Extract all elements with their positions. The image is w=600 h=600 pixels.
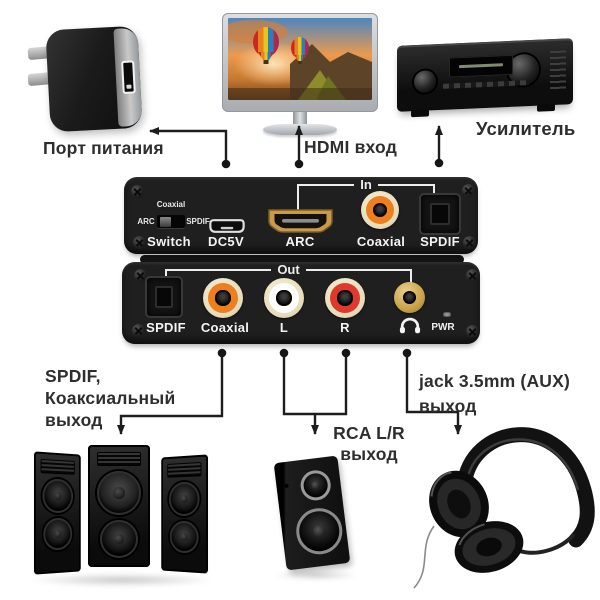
corner-screw-icon (463, 236, 476, 249)
jack-output-label: jack 3.5mm (AUX) выход (419, 369, 570, 419)
pwr-caption: PWR (431, 322, 455, 333)
dc5v-caption: DC5V (208, 234, 244, 249)
woofer-icon (168, 481, 200, 517)
amplifier-label: Усилитель (476, 118, 576, 139)
power-port-label: Порт питания (43, 138, 164, 158)
woofer-icon (97, 471, 141, 515)
mode-switch (157, 215, 185, 228)
receiver-buttons (443, 80, 529, 89)
switch-caption: Switch (147, 234, 191, 249)
headphone-icon (399, 317, 421, 334)
spdif-output-label: SPDIF, Коаксиальный выход (45, 365, 175, 431)
spdif-output-label-line2: Коаксиальный (45, 388, 176, 408)
rca-right-jack (325, 278, 365, 318)
tower-speaker (33, 451, 81, 575)
receiver-foot (537, 103, 555, 112)
mode-switch-knob (160, 216, 171, 227)
rca-output-label: RCA L/R выход (333, 423, 405, 465)
power-adapter-body (45, 25, 143, 133)
monitor-stand-neck (293, 112, 307, 126)
input-knob (414, 70, 436, 94)
av-receiver-illustration (397, 38, 573, 118)
rca-speaker-illustration (273, 455, 351, 571)
corner-screw-icon (462, 184, 475, 197)
corner-screw-icon (131, 185, 144, 198)
bracket-end (433, 184, 435, 196)
tower-speaker (161, 454, 209, 574)
receiver-vents (550, 50, 566, 92)
in-group-label: In (360, 176, 372, 192)
rca-output-label-line1: RCA L/R (333, 423, 405, 443)
tweeter-icon (96, 452, 142, 466)
screen-wallpaper (228, 18, 372, 100)
hdmi-input-label: HDMI вход (304, 137, 397, 157)
power-led (443, 312, 451, 317)
coaxial-out-caption: Coaxial (200, 320, 250, 335)
receiver-foot (411, 109, 429, 118)
receiver-display (449, 54, 513, 78)
converter-body-gap (140, 255, 464, 264)
converter-out-panel: Out SPDIF Coaxial L R PWR (122, 262, 480, 344)
wire-lr-join (282, 353, 348, 416)
monitor-stand-base (263, 124, 337, 135)
corner-screw-icon (466, 269, 479, 282)
tower-speakers-illustration (28, 443, 216, 593)
headphone-jack (394, 282, 425, 313)
coaxial-output-jack (203, 278, 243, 318)
hot-air-balloon-icon (291, 37, 309, 64)
woofer-icon (293, 505, 345, 557)
switch-option-arc: ARC (137, 217, 155, 226)
optical-output-port (145, 276, 183, 318)
jack-output-label-line2: выход (419, 396, 477, 416)
floor-shadow (28, 573, 216, 587)
coaxial-in-caption: Coaxial (356, 234, 406, 249)
corner-screw-icon (132, 324, 145, 337)
optical-input-port (419, 193, 461, 235)
corner-screw-icon (134, 269, 147, 282)
hdmi-port-icon (268, 209, 333, 233)
power-adapter-illustration (0, 0, 170, 140)
headphones-illustration (413, 427, 595, 589)
converter-in-panel: In Coaxial ARC SPDIF Switch DC5V ARC Coa… (124, 177, 478, 254)
spdif-output-label-line1: SPDIF, (45, 366, 101, 386)
spdif-output-label-line3: выход (45, 410, 103, 430)
tweeter-icon (40, 458, 75, 475)
tweeter-icon (167, 461, 202, 478)
bracket-end (410, 269, 412, 284)
rca-right-caption: R (340, 320, 350, 335)
switch-option-coaxial: Coaxial (156, 200, 186, 209)
right-ear-cup (454, 521, 524, 573)
rca-left-jack (264, 278, 304, 318)
tweeter-icon (298, 468, 333, 503)
woofer-icon (169, 520, 199, 554)
coaxial-input-jack (361, 191, 399, 229)
corner-screw-icon (133, 236, 146, 249)
monitor-screen (228, 18, 372, 100)
jack-output-label-line1: jack 3.5mm (AUX) (419, 371, 571, 391)
rca-output-label-line2: выход (340, 444, 398, 464)
usb-port-icon (121, 60, 136, 95)
hot-air-balloon-icon (253, 27, 279, 64)
micro-usb-port-icon (209, 219, 245, 233)
switch-option-spdif: SPDIF (186, 217, 210, 226)
rca-left-caption: L (279, 320, 289, 335)
tower-speaker (88, 445, 150, 567)
woofer-icon (42, 478, 74, 513)
left-ear-cup (429, 470, 489, 538)
arc-caption: ARC (285, 234, 315, 249)
floor-shadow (274, 570, 358, 580)
woofer-icon (100, 520, 138, 558)
spdif-in-caption: SPDIF (420, 234, 460, 249)
in-group-bracket: In (297, 176, 435, 210)
monitor-illustration (222, 13, 378, 112)
woofer-icon (43, 517, 73, 551)
bass-port-icon (284, 483, 289, 489)
out-group-label: Out (277, 261, 300, 277)
power-adapter-face (113, 27, 143, 127)
bracket-end (297, 184, 299, 210)
out-group-bracket: Out (165, 261, 413, 287)
corner-screw-icon (466, 325, 479, 338)
spdif-out-caption: SPDIF (146, 320, 186, 335)
